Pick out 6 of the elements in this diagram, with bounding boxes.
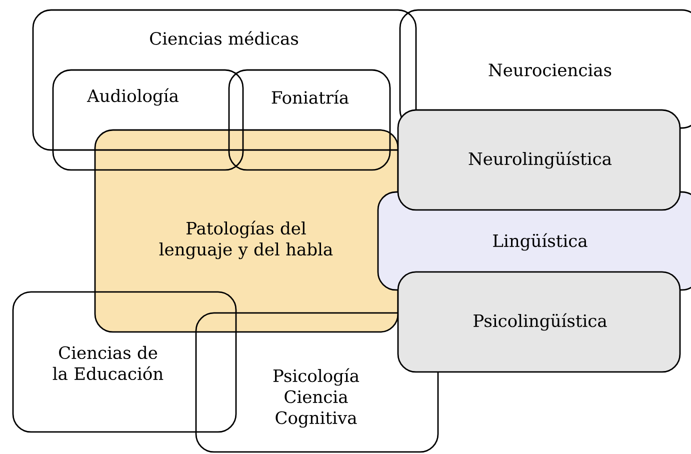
field-box: Audiología <box>52 69 244 171</box>
field-box: Neurolingüística <box>397 109 681 211</box>
field-box: Ciencias de la Educación <box>12 291 237 433</box>
field-box: Foniatría <box>228 69 391 171</box>
field-box: Patologías del lenguaje y del habla <box>94 129 399 333</box>
field-box: Psicolingüística <box>397 271 681 373</box>
